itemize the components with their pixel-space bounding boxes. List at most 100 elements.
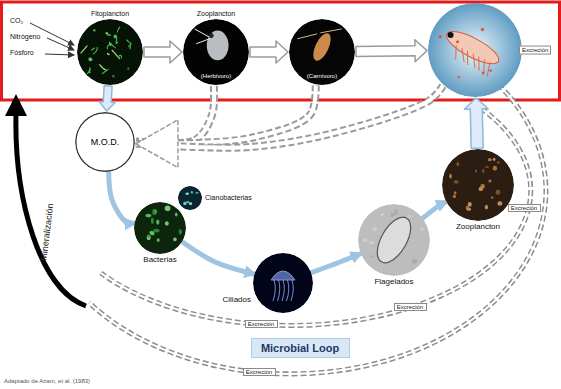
speck <box>395 209 398 214</box>
mineralization-arrow <box>5 94 86 306</box>
speck <box>449 174 451 179</box>
algae-strand <box>81 45 88 53</box>
speck <box>157 238 160 242</box>
algae-strand <box>89 67 90 72</box>
flow-line <box>109 173 134 224</box>
circle-illustration <box>178 186 202 210</box>
flow-line <box>312 254 360 272</box>
nutrient-label: Nitrógeno <box>10 33 40 41</box>
speck <box>114 35 117 39</box>
excretion-tag: Excreción <box>508 204 541 212</box>
krill-leg <box>487 62 490 76</box>
text-holder: (Carnívoro) <box>307 73 337 80</box>
flow-arrow <box>109 173 134 224</box>
text-holder: Bacterias <box>143 255 176 264</box>
speck <box>493 166 497 171</box>
text-holder: Excreción <box>248 321 274 328</box>
text-holder: M.O.D. <box>91 137 120 147</box>
block-arrow-shape <box>144 41 182 63</box>
speck <box>127 67 129 70</box>
speck <box>373 227 377 232</box>
circle-ground <box>442 149 514 221</box>
text-holder: Ciliados <box>223 295 251 304</box>
block-arrow-shape <box>464 98 488 148</box>
algae-strand <box>106 33 111 36</box>
daphnia-antenna <box>195 29 210 44</box>
tag-text: Excreción <box>246 369 272 375</box>
block-arrow-shape <box>356 40 427 62</box>
speck <box>412 259 417 264</box>
speck <box>363 238 368 242</box>
speck <box>454 180 459 183</box>
text-holder: Flagelados <box>374 277 413 286</box>
krill-leg <box>462 48 464 62</box>
illustration-group <box>442 149 514 221</box>
excretion-tag: Excreción <box>522 47 548 53</box>
box-title: Microbial Loop <box>261 342 339 354</box>
speck <box>458 76 460 79</box>
illustration-group <box>358 204 430 276</box>
circle-caption: (Herbívoro) <box>201 73 231 79</box>
circle-caption: (Carnívoro) <box>307 73 337 79</box>
circle-ground <box>358 204 430 276</box>
block-arrow <box>99 86 115 111</box>
speck <box>191 191 193 194</box>
speck <box>185 192 189 194</box>
circle-ground <box>289 19 355 85</box>
food-chain-band <box>2 2 560 100</box>
bacteria-circle: Bacterias <box>134 202 186 254</box>
mineralization-head <box>5 94 27 116</box>
text-holder: Excreción <box>511 205 537 212</box>
speck <box>156 219 159 224</box>
circle-ground <box>134 202 186 254</box>
krill-leg <box>455 45 457 59</box>
algae-strand <box>93 47 97 54</box>
circle-label: Flagelados <box>374 277 413 286</box>
illustration-group <box>77 19 143 85</box>
circle-illustration <box>77 19 143 85</box>
speck <box>406 215 411 217</box>
excretion-loop <box>89 72 546 373</box>
algae-strand <box>119 55 122 58</box>
ciliate-tentacle <box>278 280 280 301</box>
dashed-loop <box>89 72 546 373</box>
copepod-body <box>310 31 335 63</box>
speck <box>93 29 96 31</box>
flow-arrow <box>183 242 253 274</box>
circle-label: Bacterias <box>143 255 176 264</box>
dom-circle: M.O.D. <box>75 112 135 172</box>
tag-text: Excreción <box>511 205 537 211</box>
text-holder: Microbial Loop <box>261 342 339 355</box>
speck <box>106 34 110 36</box>
block-arrow <box>464 98 488 148</box>
flagellate-circle: Flagelados <box>358 204 430 276</box>
block-arrow-shape <box>99 86 115 111</box>
speck <box>485 166 489 168</box>
speck <box>482 169 484 174</box>
daphnia-body <box>207 31 229 61</box>
speck <box>453 194 456 198</box>
nutrient-arrow <box>47 38 74 50</box>
speck <box>149 231 154 235</box>
speck <box>468 202 472 207</box>
text-holder: Cianobacterias <box>205 194 252 202</box>
excretion-tag: Excreción <box>243 368 276 376</box>
speck <box>183 201 187 204</box>
illustration-group <box>253 253 313 313</box>
speck <box>480 184 485 189</box>
ciliate-tentacle <box>273 280 275 301</box>
speck <box>475 169 477 172</box>
merge-heads <box>136 120 178 168</box>
algae-strand <box>107 54 109 55</box>
block-arrow <box>144 41 182 63</box>
ciliate-tentacle <box>291 280 293 301</box>
circle-ground <box>77 19 143 85</box>
block-arrow <box>356 40 427 62</box>
merge-arrowhead <box>136 120 178 168</box>
tag-text: Excreción <box>397 304 423 310</box>
circle-ground <box>178 186 202 210</box>
speck <box>456 162 459 166</box>
process-label: Mineralización <box>38 203 55 261</box>
algae-strand <box>99 64 106 70</box>
